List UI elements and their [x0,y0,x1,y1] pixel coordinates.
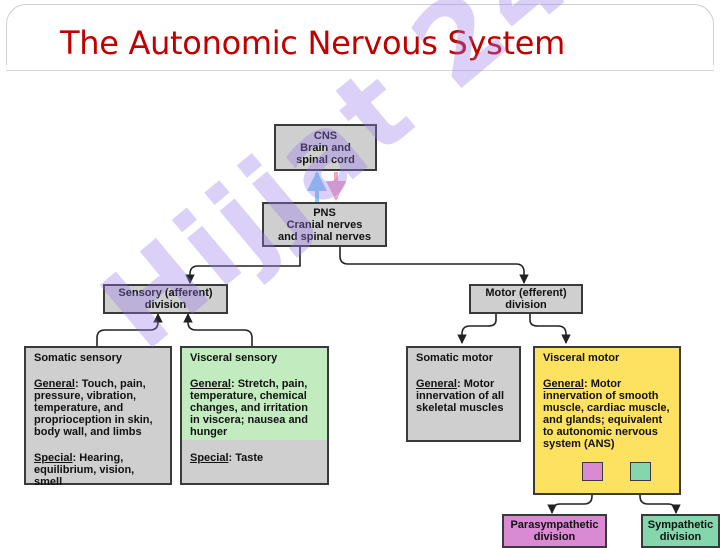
somatic-sensory-general-label: General [34,378,75,390]
visceral-motor-general-label: General [543,378,584,390]
cns-line1: Brain and [300,141,351,154]
motor-division-line2: division [505,299,547,311]
parasympathetic-line1: Parasympathetic [510,519,599,531]
somatic-motor-general-text: : Motor innervation of all skeletal musc… [416,378,505,414]
connector-pns-sensory [185,246,301,284]
sympathetic-line1: Sympathetic [647,519,714,531]
connector-symp [639,481,681,514]
parasympathetic-line2: division [533,531,576,543]
somatic-sensory-special: Special: Hearing, equilibrium, vision, s… [34,452,162,488]
somatic-sensory-special-text: : Hearing, equilibrium, vision, smell [34,452,135,488]
somatic-sensory-box: Somatic sensory General: Touch, pain, pr… [24,346,172,488]
sensory-division-box: Sensory (afferent) division [103,284,228,314]
connector-para [547,481,593,514]
sensory-division-line1: Sensory (afferent) [118,287,213,299]
cns-box: CNS Brain and spinal cord [274,124,377,171]
sympathetic-line2: division [659,531,702,543]
pns-line1: Cranial nerves [286,218,363,231]
somatic-motor-heading: Somatic motor [416,352,494,364]
visceral-sensory-heading: Visceral sensory [190,352,278,364]
connector-visceral-sensory-up [183,313,253,346]
visceral-motor-heading: Visceral motor [543,352,620,364]
connector-motor-visceral [529,313,571,344]
somatic-sensory-heading: Somatic sensory [34,352,123,364]
cns-title: CNS [313,129,338,142]
parasympathetic-chip [582,462,603,481]
somatic-sensory-general: General: Touch, pain, pressure, vibratio… [34,378,162,438]
connector-somatic-sensory-up [96,313,163,346]
motor-division-box: Motor (efferent) division [469,284,583,314]
sympathetic-chip [630,462,651,481]
parasympathetic-box: Parasympathetic division [502,514,607,548]
sensory-division-line2: division [144,299,187,311]
motor-division-line1: Motor (efferent) [485,287,567,299]
somatic-sensory-general-text: : Touch, pain, pressure, vibration, temp… [34,378,153,438]
title-underline [6,70,714,71]
visceral-motor-general: General: Motor innervation of smooth mus… [543,378,671,450]
pns-line2: and spinal nerves [278,230,371,243]
sympathetic-box: Sympathetic division [641,514,720,548]
visceral-sensory-special: Special: Taste [190,452,319,464]
pns-box: PNS Cranial nerves and spinal nerves [262,202,387,247]
cns-line2: spinal cord [296,153,355,166]
visceral-sensory-general: General: Stretch, pain, temperature, che… [190,378,319,438]
visceral-sensory-box: Visceral sensory General: Stretch, pain,… [180,346,329,485]
pns-title: PNS [313,206,336,219]
visceral-motor-general-text: : Motor innervation of smooth muscle, ca… [543,378,670,450]
visceral-motor-box: Visceral motor General: Motor innervatio… [533,346,681,495]
visceral-sensory-general-label: General [190,378,231,390]
somatic-motor-general-label: General [416,378,457,390]
somatic-motor-general: General: Motor innervation of all skelet… [416,378,511,414]
visceral-sensory-general-text: : Stretch, pain, temperature, chemical c… [190,378,308,438]
slide-header-frame [6,4,714,65]
visceral-sensory-special-text: : Taste [228,452,264,464]
connector-pns-motor [339,246,529,284]
slide-title: The Autonomic Nervous System [60,24,566,62]
somatic-motor-box: Somatic motor General: Motor innervation… [406,346,521,442]
somatic-sensory-special-label: Special [34,452,73,464]
connector-motor-somatic [457,313,497,344]
visceral-sensory-special-label: Special [190,452,229,464]
